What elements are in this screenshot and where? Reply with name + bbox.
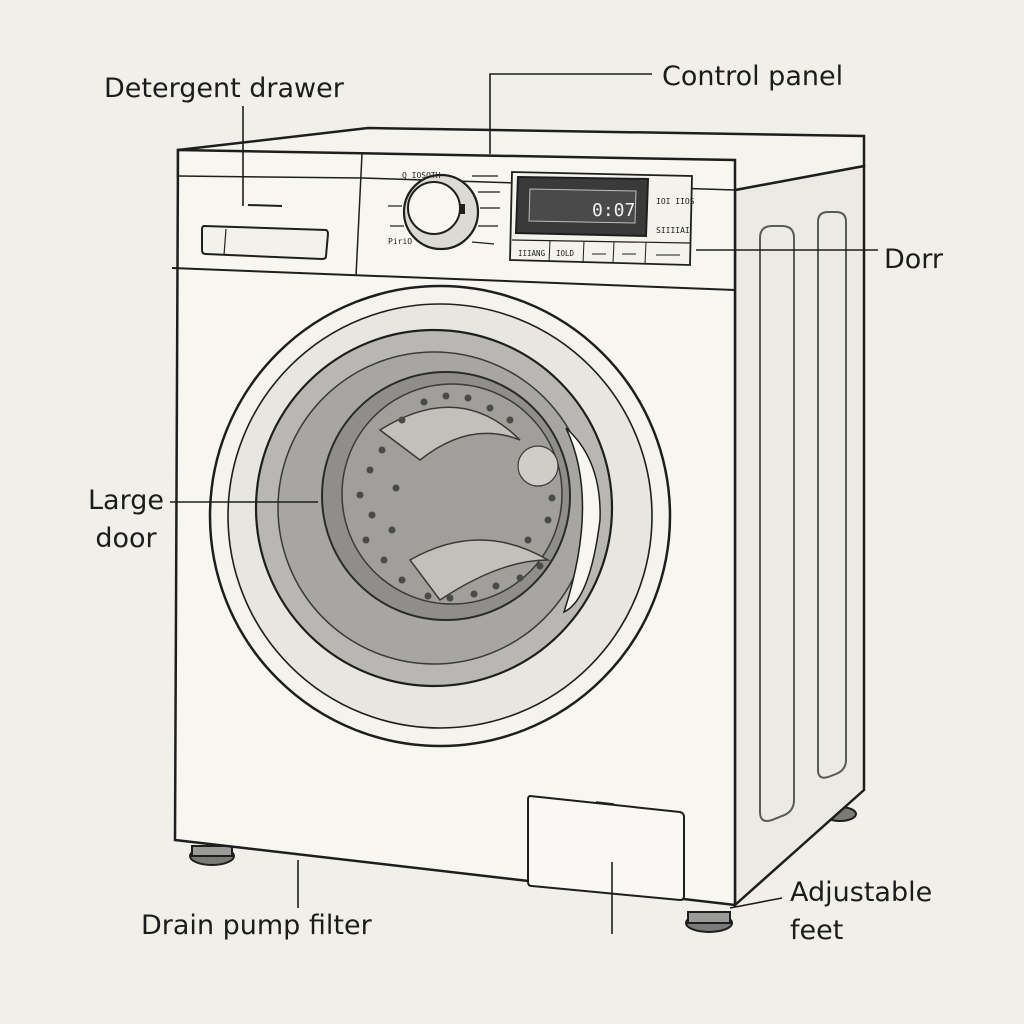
drum-paddle (378, 406, 521, 461)
side-groove-1 (759, 225, 795, 822)
program-dial: Q IOSOTH PiriO (388, 171, 500, 251)
label-control-panel: Control panel (662, 61, 844, 92)
door-glass-highlight (562, 427, 601, 614)
drawer-handle (201, 224, 330, 261)
control-display-block: 0:07 IOI IIOS SIIIIAI IIIANG IOLD (509, 171, 695, 266)
label-large-door-line2: door (95, 523, 157, 554)
drum-hub (517, 445, 559, 487)
label-large-door-line1: Large (88, 485, 164, 516)
panel-right-top-text: IOI IIOS (656, 197, 695, 206)
door-assembly (208, 284, 672, 748)
side-groove-2 (817, 211, 847, 779)
button-separator (612, 241, 615, 264)
foot-front-left-stem (191, 845, 233, 857)
button-separator (548, 240, 551, 263)
drawer-mark (247, 204, 283, 207)
leader-control-panel (489, 73, 652, 154)
drawer-divider (355, 153, 363, 277)
lcd-time: 0:07 (592, 200, 635, 221)
button-2-text: IOLD (556, 249, 575, 258)
button-1-text: IIIANG (518, 249, 546, 258)
dial-pointer (460, 204, 465, 214)
label-detergent-drawer: Detergent drawer (104, 73, 344, 104)
dial-tick (471, 241, 495, 245)
filter-cover (527, 794, 685, 902)
filter-cover-notch (595, 801, 615, 805)
detergent-drawer (201, 204, 330, 261)
label-adjustable-feet-line1: Adjustable (790, 877, 933, 908)
control-strip-edge (171, 267, 736, 291)
dial-left-text: PiriO (388, 237, 412, 246)
drum-perforations (356, 392, 556, 602)
leader-lines (170, 73, 878, 934)
label-large-door: Large door (76, 482, 176, 558)
label-door-right: Dorr (884, 244, 944, 275)
label-drain-pump-filter: Drain pump filter (141, 910, 372, 941)
label-adjustable-feet-line2: feet (790, 915, 844, 946)
drain-pump-filter-cover (527, 794, 685, 902)
drawer-inner-line (223, 228, 227, 256)
panel-right-bottom-text: SIIIIAI (656, 226, 690, 235)
leader-adjustable-feet (729, 897, 783, 909)
drum-paddle (408, 539, 551, 602)
lcd-inner (528, 188, 637, 224)
dial-top-text: Q IOSOTH (402, 171, 441, 180)
button-row-divider (511, 239, 691, 244)
side-panel (733, 164, 866, 908)
button-separator (644, 241, 647, 265)
dial-knob (407, 181, 461, 235)
button-separator (582, 240, 585, 264)
foot-front-right-stem (687, 911, 731, 924)
label-adjustable-feet: Adjustable feet (790, 874, 932, 950)
